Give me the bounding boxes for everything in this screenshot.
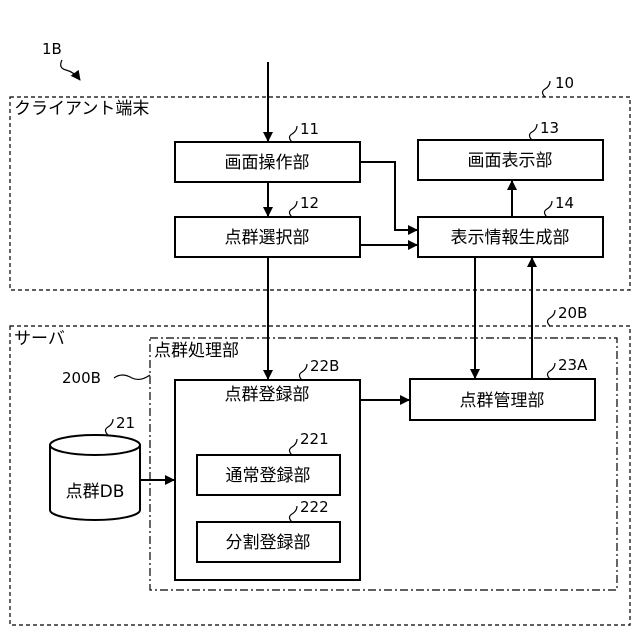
ref-222: 222 — [300, 498, 329, 516]
figure-pointer — [61, 60, 80, 80]
leader — [290, 126, 298, 142]
point-cloud-register-label: 点群登録部 — [225, 385, 310, 405]
point-cloud-db-cylinder — [50, 435, 140, 520]
ref-14: 14 — [555, 194, 574, 212]
leader — [530, 124, 538, 140]
leader — [114, 375, 150, 379]
leader — [106, 419, 114, 435]
split-register-label: 分割登録部 — [226, 533, 311, 553]
processing-label: 点群処理部 — [154, 341, 239, 361]
screen-display-label: 画面表示部 — [468, 151, 553, 171]
client-label: クライアント端末 — [14, 99, 149, 119]
display-info-generation-label: 表示情報生成部 — [451, 228, 570, 248]
ref-23A: 23A — [558, 356, 588, 374]
leader — [545, 201, 553, 217]
leader — [548, 310, 556, 326]
ref-22B: 22B — [310, 357, 339, 375]
ref-221: 221 — [300, 430, 329, 448]
ref-12: 12 — [300, 194, 319, 212]
arrow-11-14 — [360, 162, 417, 230]
server-label: サーバ — [14, 329, 65, 349]
ref-13: 13 — [540, 119, 559, 137]
ref-200B: 200B — [62, 369, 101, 387]
figure-label: 1B — [42, 40, 62, 58]
point-cloud-select-label: 点群選択部 — [225, 228, 310, 248]
normal-register-label: 通常登録部 — [226, 466, 311, 486]
screen-operation-label: 画面操作部 — [225, 153, 310, 173]
ref-21: 21 — [116, 414, 135, 432]
ref-20B: 20B — [558, 304, 587, 322]
ref-11: 11 — [300, 120, 319, 138]
leader — [300, 364, 308, 380]
leader — [290, 201, 298, 217]
client-ref-leader — [543, 81, 551, 97]
leader — [548, 363, 556, 379]
point-cloud-manage-label: 点群管理部 — [460, 391, 545, 411]
client-ref: 10 — [555, 74, 574, 92]
point-cloud-db-label: 点群DB — [66, 482, 125, 502]
